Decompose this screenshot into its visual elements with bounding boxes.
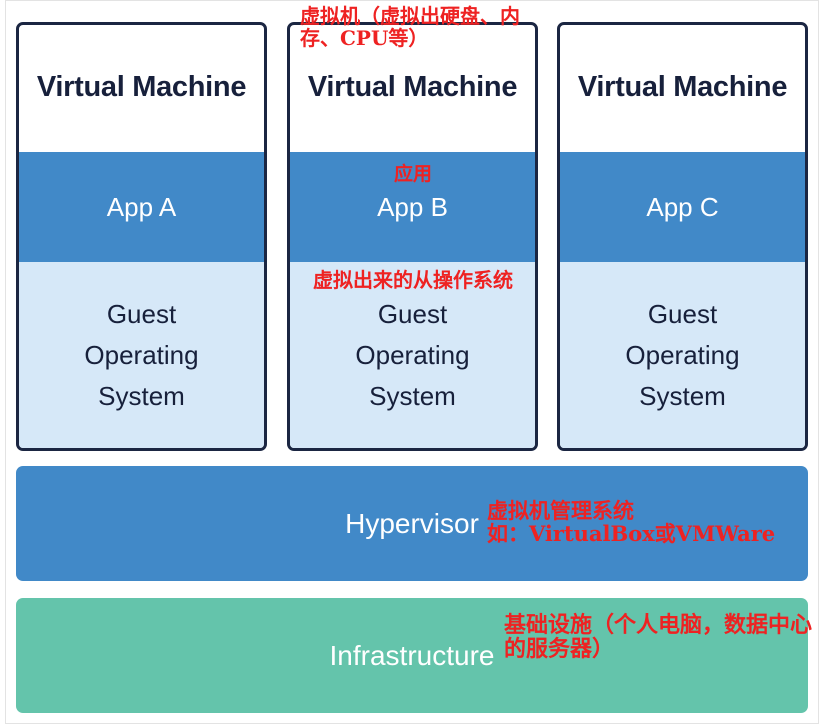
vm-card-1-app-label: App A <box>106 191 177 222</box>
infrastructure-label: Infrastructure <box>329 639 495 671</box>
annotation-guest-os: 虚拟出来的从操作系统 <box>313 268 513 292</box>
vm-card-1: Virtual Machine App A Guest Operating Sy… <box>16 22 267 451</box>
vm-card-2-title: Virtual Machine <box>307 71 518 103</box>
vm-card-2-guest-band: Guest Operating System <box>290 262 535 448</box>
vm-card-2: Virtual Machine App B Guest Operating Sy… <box>287 22 538 451</box>
vm-card-2-guest-label: Guest Operating System <box>355 298 470 411</box>
vm-card-1-title: Virtual Machine <box>36 71 247 103</box>
annotation-infrastructure: 基础设施（个人电脑，数据中心的服务器） <box>504 612 813 662</box>
vm-card-1-guest-band: Guest Operating System <box>19 262 264 448</box>
vm-card-1-app-band: App A <box>19 152 264 262</box>
hypervisor-layer: Hypervisor <box>16 466 808 581</box>
vm-card-3-app-band: App C <box>560 152 805 262</box>
vm-card-3-app-label: App C <box>646 191 719 222</box>
infrastructure-layer: Infrastructure <box>16 598 808 713</box>
vm-card-3: Virtual Machine App C Guest Operating Sy… <box>557 22 808 451</box>
vm-card-3-guest-label: Guest Operating System <box>625 298 740 411</box>
vm-card-3-guest-band: Guest Operating System <box>560 262 805 448</box>
annotation-app: 应用 <box>393 163 432 185</box>
vm-card-2-app-label: App B <box>377 191 448 222</box>
vm-card-3-title: Virtual Machine <box>577 71 788 103</box>
vm-card-2-app-band: App B <box>290 152 535 262</box>
annotation-virtual-machine: 虚拟机（虚拟出硬盘、内存、CPU等） <box>300 4 520 50</box>
vm-card-1-guest-label: Guest Operating System <box>84 298 199 411</box>
annotation-hypervisor: 虚拟机管理系统 如：VirtualBox或VMWare <box>487 498 776 546</box>
hypervisor-label: Hypervisor <box>345 507 479 539</box>
